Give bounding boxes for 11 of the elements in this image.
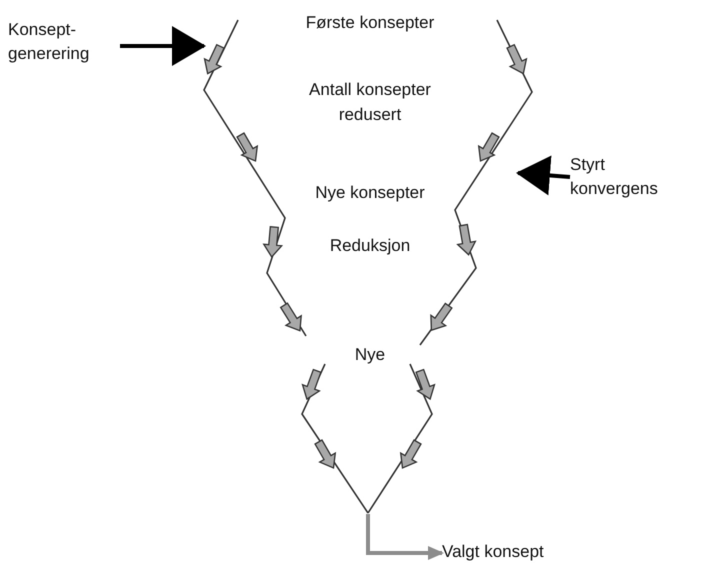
stage-label: Reduksjon (328, 235, 412, 257)
stage-label: Nye (354, 344, 386, 366)
arrow (120, 26, 206, 66)
arrow (366, 514, 444, 560)
node-label: Valgt konsept (442, 541, 545, 563)
node-label: Konsept-generering (8, 19, 90, 65)
node-label: Styrt konvergens (570, 154, 659, 200)
arrow (516, 156, 570, 196)
stage-label: Nye konsepter (314, 182, 426, 204)
stage-label: Første konsepter (304, 12, 436, 34)
stage-label: Antall konsepter redusert (308, 79, 432, 126)
